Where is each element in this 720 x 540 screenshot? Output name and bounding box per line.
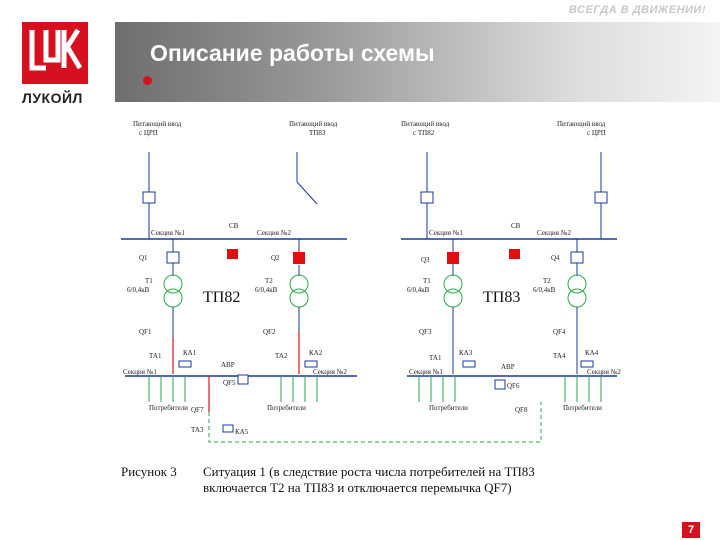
left-input2-label2: ТП83 — [309, 129, 326, 137]
svg-text:Питающий ввод: Питающий ввод — [289, 120, 338, 128]
caption-label: Рисунок 3 — [121, 464, 177, 479]
right-q4-label: Q4 — [551, 254, 560, 262]
left-t1-label: Т1 — [145, 277, 153, 285]
left-lv-section1: Секция №1 — [123, 368, 157, 376]
caption-line2: включается Т2 на ТП83 и отключается пере… — [203, 480, 512, 495]
lukoil-logo — [22, 22, 88, 84]
right-lv-section2: Секция №2 — [587, 368, 621, 376]
left-t1-coil-top — [163, 274, 183, 294]
left-input1-label2: с ЦРП — [139, 129, 158, 137]
left-qf1-label: QF1 — [139, 328, 152, 336]
right-q3-switch — [447, 252, 459, 264]
left-lv-section2: Секция №2 — [313, 368, 347, 376]
right-avr-label: АВР — [501, 363, 515, 371]
left-qf5-switch — [237, 374, 249, 385]
left-avr-label: АВР — [221, 361, 235, 369]
left-q2-label: Q2 — [271, 254, 280, 262]
left-input1-label1: Питающий ввод — [133, 120, 182, 128]
right-t1-rating: 6/0,4кВ — [407, 286, 430, 294]
page-number: 7 — [682, 522, 700, 538]
tie-line-qf7-qf8 — [208, 402, 542, 443]
left-ka2-label: КА2 — [309, 349, 323, 357]
left-consumers2: Потребители — [267, 404, 306, 412]
header-bar — [115, 22, 720, 102]
left-t1-coil-bottom — [163, 288, 183, 308]
svg-text:с ТП82: с ТП82 — [413, 129, 435, 137]
right-qf6-switch — [494, 379, 506, 390]
left-ka5-label: КА5 — [235, 428, 249, 436]
right-section1-label: Секция №1 — [429, 229, 463, 237]
logo-text: ЛУКОЙЛ — [22, 90, 83, 106]
right-input2-label1: Питающий ввод — [557, 120, 606, 128]
left-ka1-label: КА1 — [183, 349, 197, 357]
left-input1-box — [142, 191, 156, 204]
left-qf2-label: QF2 — [263, 328, 276, 336]
left-t2-coil-bottom — [289, 288, 309, 308]
tp82-label: ТП82 — [203, 289, 240, 306]
left-ta1-label: ТА1 — [149, 352, 162, 360]
left-t2-rating: 6/0,4кВ — [255, 286, 278, 294]
left-consumers1: Потребители — [149, 404, 188, 412]
scheme-diagram: Питающий ввод с ЦРП Питающий ввод ТП83 С… — [121, 120, 621, 495]
tp83-label: ТП83 — [483, 289, 520, 306]
slogan: ВСЕГДА В ДВИЖЕНИИ! — [568, 4, 706, 16]
left-q1-switch — [166, 251, 180, 264]
left-section1-label: Секция №1 — [151, 229, 185, 237]
right-q4-switch — [570, 251, 584, 264]
left-input2-label1: Питающий ввод — [289, 120, 338, 128]
left-input2-disconnected — [296, 181, 318, 205]
right-t2-label: Т2 — [543, 277, 551, 285]
right-sv-label: СВ — [511, 222, 521, 230]
right-qf8-label: QF8 — [515, 406, 528, 414]
left-q2-switch — [293, 252, 305, 264]
header-dot — [143, 76, 152, 85]
right-section2-label: Секция №2 — [537, 229, 571, 237]
left-q1-label: Q1 — [139, 254, 148, 262]
left-ka1-relay — [178, 360, 192, 368]
left-t2-coil-top — [289, 274, 309, 294]
svg-text:с ЦРП: с ЦРП — [139, 129, 158, 137]
left-t1-rating: 6/0,4кВ — [127, 286, 150, 294]
right-ka3-label: КА3 — [459, 349, 473, 357]
lukoil-logo-mark — [29, 28, 83, 71]
right-qf6-label: QF6 — [507, 382, 520, 390]
right-q3-label: Q3 — [421, 256, 430, 264]
page-title: Описание работы схемы — [150, 40, 435, 66]
left-sv-label: СВ — [229, 222, 239, 230]
right-sv-switch — [509, 249, 520, 259]
diagram-area: Питающий ввод с ЦРП Питающий ввод ТП83 С… — [117, 112, 623, 500]
left-qf7-label: QF7 — [191, 406, 204, 414]
left-ta3-label: ТА3 — [191, 426, 204, 434]
left-section2-label: Секция №2 — [257, 229, 291, 237]
right-ta1-label: ТА1 — [429, 354, 442, 362]
svg-text:ТП83: ТП83 — [309, 129, 326, 137]
left-qf5-label: QF5 — [223, 379, 236, 387]
right-t2-rating: 6/0,4кВ — [533, 286, 556, 294]
right-input2-label2: с ЦРП — [587, 129, 606, 137]
right-qf4-label: QF4 — [553, 328, 566, 336]
right-t1-label: Т1 — [423, 277, 431, 285]
svg-text:с ЦРП: с ЦРП — [587, 129, 606, 137]
svg-text:Питающий ввод: Питающий ввод — [401, 120, 450, 128]
right-lv-section1: Секция №1 — [409, 368, 443, 376]
left-ka5-relay — [222, 424, 234, 433]
right-ta4-label: ТА4 — [553, 352, 566, 360]
right-ka4-label: КА4 — [585, 349, 599, 357]
caption-line1: Ситуация 1 (в следствие роста числа потр… — [203, 464, 535, 479]
left-ta2-label: ТА2 — [275, 352, 288, 360]
right-input1-label2: с ТП82 — [413, 129, 435, 137]
right-qf3-label: QF3 — [419, 328, 432, 336]
right-consumers2: Потребители — [563, 404, 602, 412]
right-input1-label1: Питающий ввод — [401, 120, 450, 128]
svg-text:Питающий ввод: Питающий ввод — [557, 120, 606, 128]
left-ka2-relay — [304, 360, 318, 368]
left-sv-switch — [227, 249, 238, 259]
left-t2-label: Т2 — [265, 277, 273, 285]
right-consumers1: Потребители — [429, 404, 468, 412]
svg-text:Питающий ввод: Питающий ввод — [133, 120, 182, 128]
